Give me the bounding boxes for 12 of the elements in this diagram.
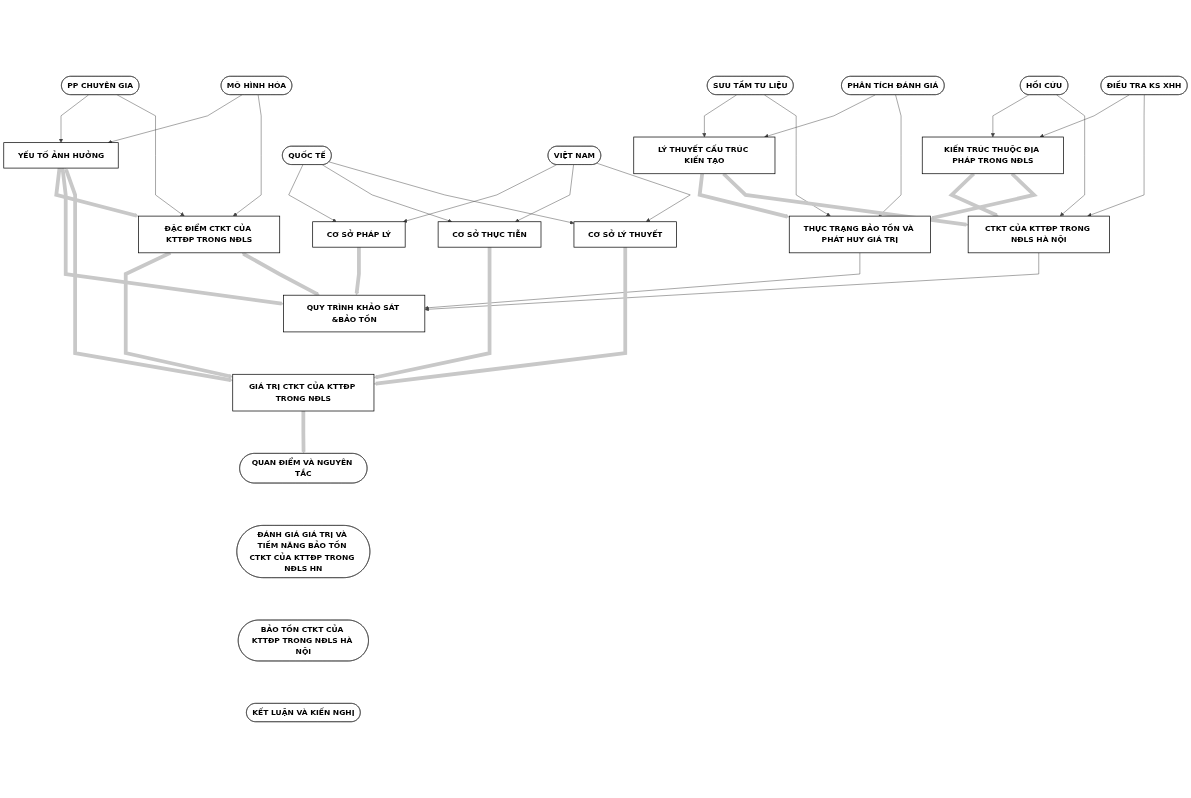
arrow bbox=[722, 172, 969, 227]
arrow bbox=[301, 411, 306, 454]
arrow bbox=[930, 172, 1038, 220]
arrow bbox=[373, 247, 492, 380]
arrow bbox=[373, 247, 628, 386]
arrow bbox=[354, 247, 361, 296]
arrow bbox=[697, 173, 790, 219]
arrow bbox=[64, 168, 233, 382]
arrow bbox=[241, 252, 320, 296]
arrow bbox=[54, 167, 139, 218]
arrow bbox=[123, 251, 233, 379]
arrow bbox=[948, 172, 999, 218]
